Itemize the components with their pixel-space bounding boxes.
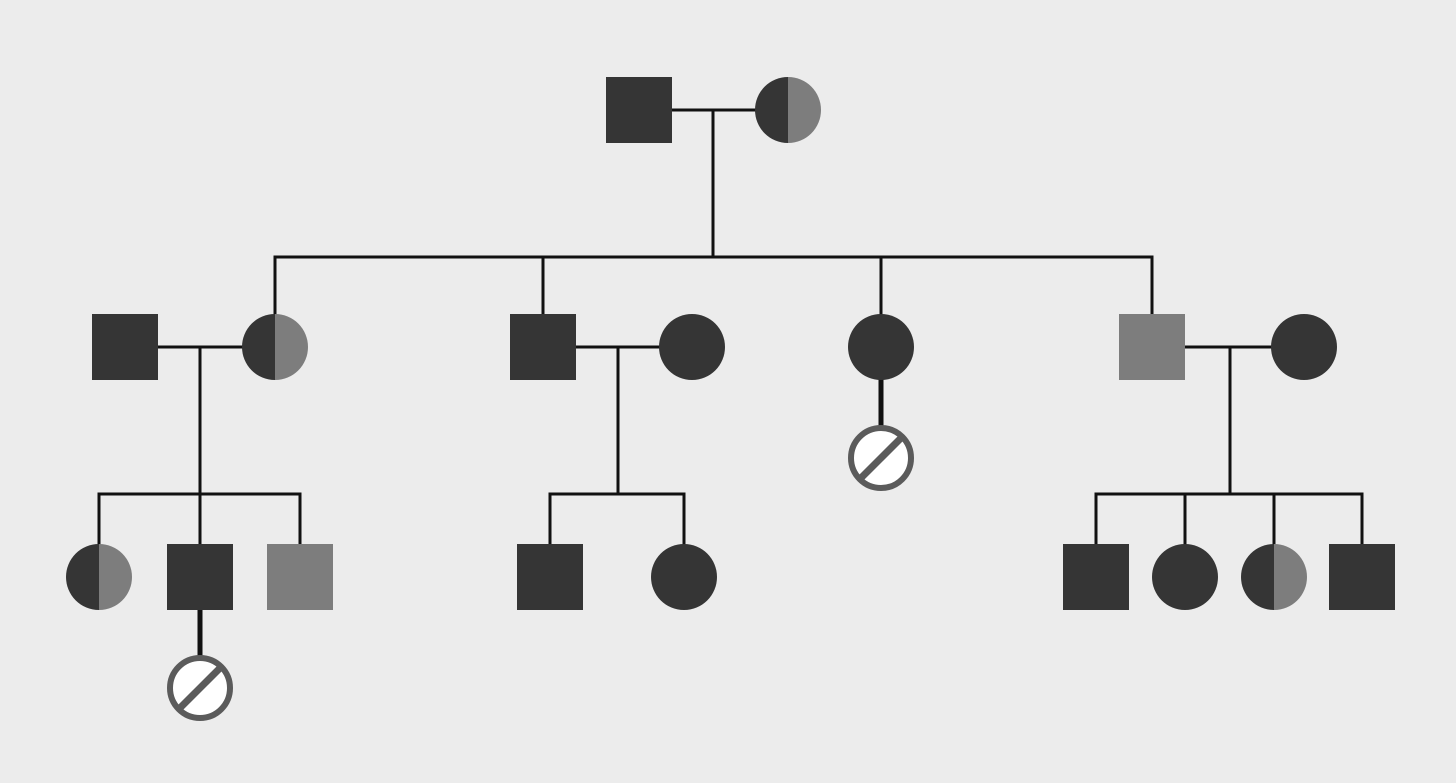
square-right-half — [543, 314, 576, 380]
female-gen2-daughter-c — [848, 314, 914, 380]
circle-left-half — [755, 77, 788, 143]
circle-left-half — [1241, 544, 1274, 610]
male-gen3-b-son — [517, 544, 583, 610]
square-right-half — [550, 544, 583, 610]
female-gen3-b-daughter — [651, 544, 717, 610]
female-gen2-spouse-d — [1271, 314, 1337, 380]
square-right-half — [1096, 544, 1129, 610]
female-gen3-d-daughter-1 — [1152, 544, 1218, 610]
male-gen3-d-son-2 — [1329, 544, 1395, 610]
no-offspring-icon — [167, 655, 233, 721]
square-left-half — [92, 314, 125, 380]
circle-left-half — [848, 314, 881, 380]
male-gen2-spouse-a — [92, 314, 158, 380]
square-left-half — [1063, 544, 1096, 610]
circle-right-half — [99, 544, 132, 610]
circle-left-half — [242, 314, 275, 380]
square-left-half — [167, 544, 200, 610]
relationship-lines — [97, 108, 1364, 658]
square-right-half — [300, 544, 333, 610]
female-gen1-mother — [755, 77, 821, 143]
no-offspring-slash — [858, 435, 904, 481]
circle-right-half — [684, 544, 717, 610]
male-gen3-a-son-1 — [167, 544, 233, 610]
male-gen3-a-son-2 — [267, 544, 333, 610]
circle-right-half — [692, 314, 725, 380]
male-gen1-father — [606, 77, 672, 143]
individual-symbols — [66, 77, 1395, 721]
circle-right-half — [1185, 544, 1218, 610]
circle-right-half — [1274, 544, 1307, 610]
female-gen3-d-daughter-2 — [1241, 544, 1307, 610]
square-right-half — [200, 544, 233, 610]
circle-right-half — [275, 314, 308, 380]
circle-left-half — [1152, 544, 1185, 610]
circle-left-half — [659, 314, 692, 380]
square-right-half — [639, 77, 672, 143]
square-left-half — [1119, 314, 1152, 380]
square-right-half — [1152, 314, 1185, 380]
male-gen2-son-d — [1119, 314, 1185, 380]
female-gen2-daughter-a — [242, 314, 308, 380]
circle-left-half — [651, 544, 684, 610]
square-right-half — [1362, 544, 1395, 610]
square-left-half — [606, 77, 639, 143]
square-left-half — [510, 314, 543, 380]
female-gen2-spouse-b — [659, 314, 725, 380]
circle-left-half — [1271, 314, 1304, 380]
square-left-half — [267, 544, 300, 610]
male-gen3-d-son-1 — [1063, 544, 1129, 610]
female-gen3-a-daughter — [66, 544, 132, 610]
square-left-half — [517, 544, 550, 610]
male-gen2-son-b — [510, 314, 576, 380]
no-offspring-slash — [177, 665, 223, 711]
square-right-half — [125, 314, 158, 380]
circle-left-half — [66, 544, 99, 610]
square-left-half — [1329, 544, 1362, 610]
circle-right-half — [1304, 314, 1337, 380]
circle-right-half — [788, 77, 821, 143]
circle-right-half — [881, 314, 914, 380]
no-offspring-icon — [848, 425, 914, 491]
